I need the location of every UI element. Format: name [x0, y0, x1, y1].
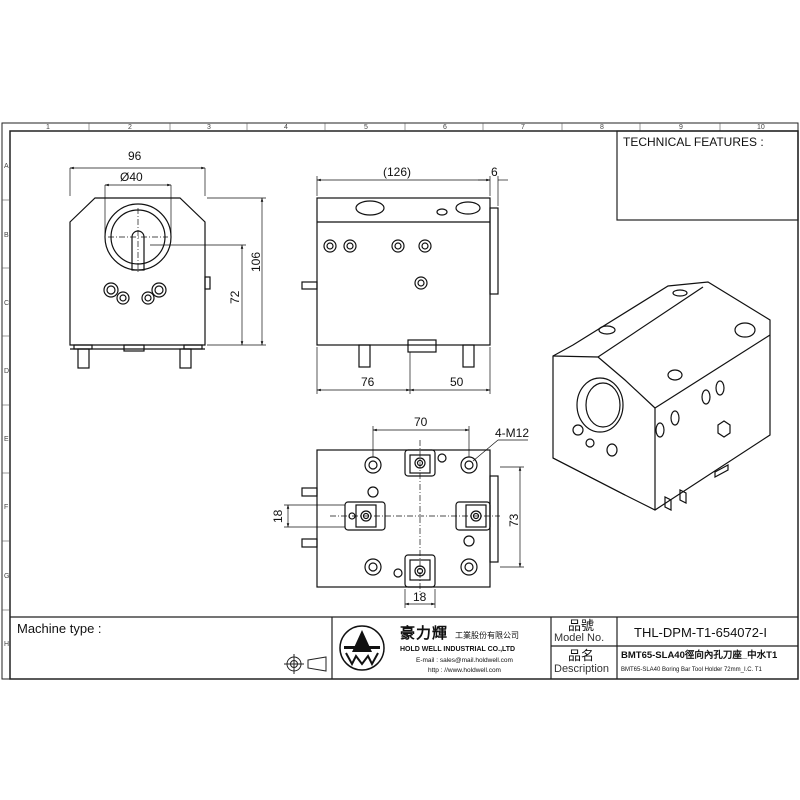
desc-value-cn: BMT65-SLA40徑向內孔刀座_中水T1	[621, 650, 778, 661]
technical-features-box	[616, 130, 799, 221]
dim-height-total: 106	[249, 251, 263, 272]
zone-ticks	[2, 123, 721, 611]
side-view	[301, 197, 499, 368]
zone-row-g: G	[4, 573, 10, 580]
zone-col-10: 10	[757, 124, 765, 131]
model-label-cn: 品號	[568, 618, 595, 633]
zone-row-c: C	[4, 300, 10, 307]
technical-features-label: TECHNICAL FEATURES :	[623, 135, 764, 149]
inner-frame	[9, 130, 799, 680]
model-label-en: Model No.	[554, 632, 605, 644]
front-dimension-lines	[69, 166, 266, 346]
dim-bore: Ø40	[120, 170, 143, 184]
dim-top-vertical: 18	[271, 509, 285, 523]
zone-col-9: 9	[679, 124, 683, 131]
model-value: THL-DPM-T1-654072-I	[634, 625, 767, 640]
zone-row-b: B	[4, 232, 9, 239]
dim-top-spacing: 70	[414, 415, 428, 429]
dim-side-right: 50	[450, 375, 464, 389]
zone-col-5: 5	[364, 124, 368, 131]
zone-col-2: 2	[128, 124, 132, 131]
zone-row-d: D	[4, 368, 10, 375]
dim-height-center: 72	[228, 290, 242, 304]
desc-label-en: Description	[554, 663, 610, 675]
dim-side-length: (126)	[383, 165, 412, 179]
dim-side-left: 76	[361, 375, 375, 389]
zone-col-3: 3	[207, 124, 211, 131]
dim-top-height: 73	[507, 513, 521, 527]
company-logo-icon	[339, 625, 385, 671]
projection-symbol-icon	[284, 654, 327, 674]
zone-row-e: E	[4, 436, 9, 443]
zone-col-8: 8	[600, 124, 604, 131]
top-dimension-lines	[284, 426, 528, 608]
isometric-view	[552, 281, 771, 511]
dim-top-bottom: 18	[413, 590, 427, 604]
outer-frame	[1, 122, 799, 680]
desc-value-en: BMT65-SLA40 Boring Bar Tool Holder 72mm_…	[621, 667, 762, 673]
company-name-cn: 豪力輝	[400, 625, 449, 642]
dim-thread: 4-M12	[495, 426, 530, 440]
front-view	[69, 197, 211, 369]
company-suffix-cn: 工業股份有限公司	[455, 631, 519, 640]
company-name-en: HOLD WELL INDUSTRIAL CO.,LTD	[400, 646, 516, 653]
company-email: E-mail : sales@mail.holdwell.com	[416, 657, 513, 664]
zone-col-1: 1	[46, 124, 50, 131]
machine-type-label: Machine type :	[17, 621, 102, 636]
dim-side-step: 6	[491, 165, 498, 179]
top-view	[301, 449, 499, 588]
company-web: http : //www.holdwell.com	[428, 667, 501, 674]
title-block	[10, 616, 798, 679]
zone-col-7: 7	[521, 124, 525, 131]
zone-col-6: 6	[443, 124, 447, 131]
zone-row-a: A	[4, 163, 9, 170]
zone-row-f: F	[4, 504, 9, 511]
dim-width: 96	[128, 149, 142, 163]
side-dimension-lines	[316, 176, 508, 394]
zone-row-h: H	[4, 641, 10, 648]
zone-col-4: 4	[284, 124, 288, 131]
desc-label-cn: 品名	[568, 648, 595, 663]
